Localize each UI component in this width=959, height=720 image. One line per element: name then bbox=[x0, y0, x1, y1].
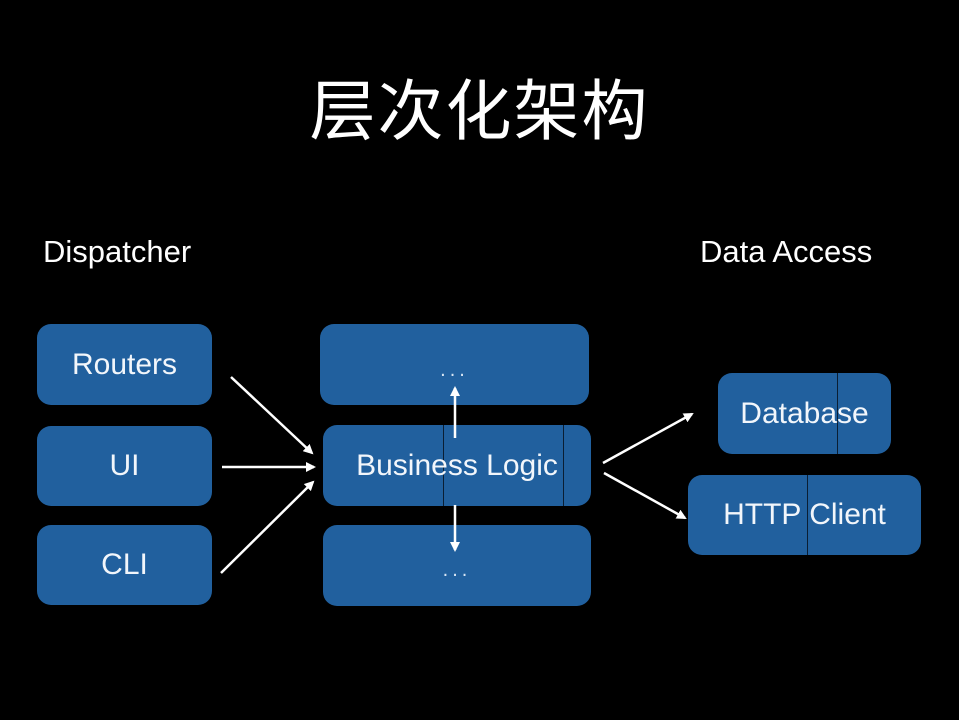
database-box: Database bbox=[718, 373, 891, 454]
slide-title: 层次化架构 bbox=[309, 73, 650, 150]
cli-to-logic-arrow bbox=[220, 480, 315, 574]
box-divider bbox=[807, 475, 808, 555]
ui-label: UI bbox=[109, 449, 140, 482]
routers-to-logic-arrow bbox=[230, 376, 314, 455]
logic-to-http-client-arrow bbox=[603, 471, 687, 520]
routers-label: Routers bbox=[71, 347, 178, 381]
http-client-label: HTTP Client bbox=[723, 498, 886, 531]
upper-layer-ellipsis: ... bbox=[440, 359, 469, 381]
box-divider bbox=[443, 425, 444, 506]
box-divider bbox=[837, 373, 838, 454]
routers-box: Routers bbox=[37, 324, 212, 405]
ui-box: UI bbox=[37, 426, 212, 506]
cli-label: CLI bbox=[101, 548, 148, 581]
business-logic-box: Business Logic bbox=[323, 425, 591, 506]
lower-layer-ellipsis: ... bbox=[442, 559, 472, 581]
database-label: Database bbox=[740, 396, 869, 430]
http-client-box: HTTP Client bbox=[688, 475, 921, 555]
logic-to-database-arrow bbox=[602, 412, 694, 465]
lower-layer-box: ... bbox=[323, 525, 591, 606]
dispatcher-heading: Dispatcher bbox=[43, 234, 192, 269]
data-access-heading: Data Access bbox=[700, 234, 873, 269]
cli-box: CLI bbox=[37, 525, 212, 605]
box-divider bbox=[563, 425, 564, 506]
business-logic-label: Business Logic bbox=[356, 448, 558, 482]
